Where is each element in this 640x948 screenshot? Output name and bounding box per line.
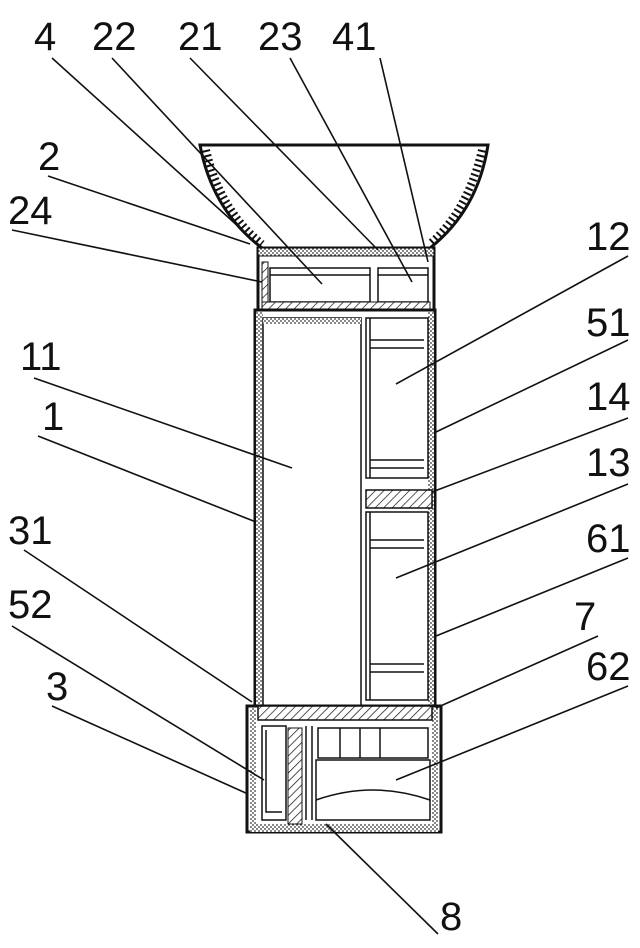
label-14: 14 bbox=[586, 375, 631, 419]
label-22: 22 bbox=[92, 15, 137, 59]
label-41: 41 bbox=[332, 15, 377, 59]
funnel-bowl bbox=[198, 143, 490, 250]
head-section bbox=[256, 246, 436, 312]
label-13: 13 bbox=[586, 441, 631, 485]
label-51: 51 bbox=[586, 301, 631, 345]
label-1: 1 bbox=[42, 395, 64, 439]
label-11: 11 bbox=[20, 335, 62, 379]
label-8: 8 bbox=[440, 895, 462, 939]
label-31: 31 bbox=[8, 509, 53, 553]
label-12: 12 bbox=[586, 215, 631, 259]
label-7: 7 bbox=[574, 595, 596, 639]
label-3: 3 bbox=[46, 665, 68, 709]
label-52: 52 bbox=[8, 583, 53, 627]
label-24: 24 bbox=[8, 189, 53, 233]
label-23: 23 bbox=[258, 15, 303, 59]
base-section bbox=[245, 704, 443, 834]
label-62: 62 bbox=[586, 645, 631, 689]
label-61: 61 bbox=[586, 517, 631, 561]
main-body bbox=[253, 308, 437, 712]
label-4: 4 bbox=[34, 15, 56, 59]
reference-labels: 4 22 21 23 41 2 24 12 51 11 14 1 13 31 6… bbox=[8, 15, 631, 939]
leader-lines bbox=[11, 57, 629, 935]
label-21: 21 bbox=[178, 15, 223, 59]
label-2: 2 bbox=[38, 135, 60, 179]
